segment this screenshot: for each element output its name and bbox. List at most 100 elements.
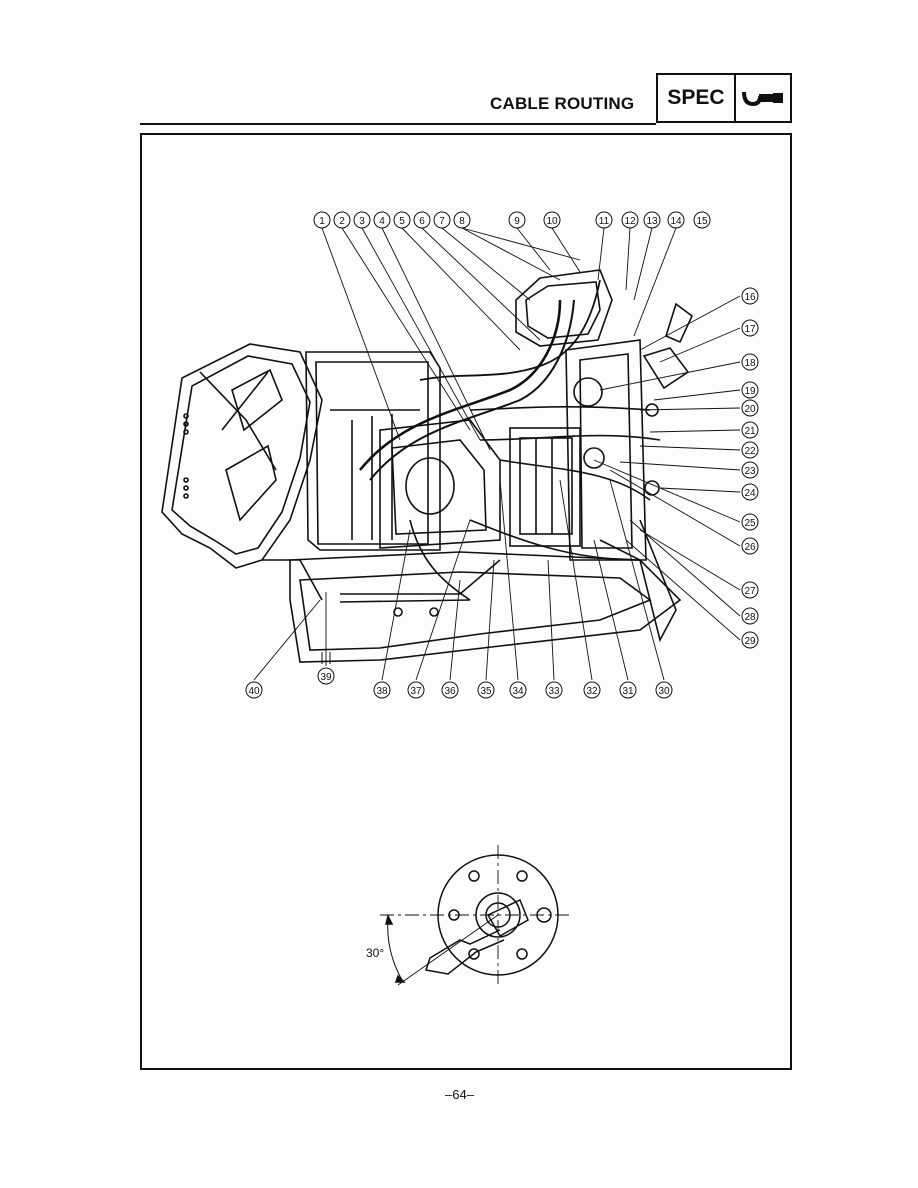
handlebar-frame <box>161 343 323 569</box>
callout-label: 10 <box>546 216 558 227</box>
callout-label: 1 <box>319 216 325 227</box>
callout-6: 6 <box>413 211 431 229</box>
callout-24: 24 <box>741 483 759 501</box>
callout-label: 27 <box>744 586 756 597</box>
diagram-frame <box>140 133 792 1070</box>
steering-column <box>565 339 647 561</box>
callout-28: 28 <box>741 607 759 625</box>
main-harness <box>358 299 562 471</box>
callouts-right: 16 17 18 19 20 21 22 23 24 25 26 27 28 2… <box>741 287 759 649</box>
callout-label: 5 <box>399 216 405 227</box>
callout-10: 10 <box>543 211 561 229</box>
callout-label: 30 <box>658 686 670 697</box>
callout-label: 38 <box>376 686 388 697</box>
leader-lines <box>253 227 741 681</box>
callout-21: 21 <box>741 421 759 439</box>
callout-label: 35 <box>480 686 492 697</box>
callout-8: 8 <box>453 211 471 229</box>
callout-label: 36 <box>444 686 456 697</box>
callout-13: 13 <box>643 211 661 229</box>
callout-label: 18 <box>744 358 756 369</box>
callout-15: 15 <box>693 211 711 229</box>
callout-35: 35 <box>477 681 495 699</box>
callout-12: 12 <box>621 211 639 229</box>
callout-label: 34 <box>512 686 524 697</box>
callout-36: 36 <box>441 681 459 699</box>
callout-label: 3 <box>359 216 365 227</box>
page-number: –64– <box>445 1087 474 1102</box>
callout-26: 26 <box>741 537 759 555</box>
callout-5: 5 <box>393 211 411 229</box>
callout-29: 29 <box>741 631 759 649</box>
callout-37: 37 <box>407 681 425 699</box>
callout-label: 8 <box>459 216 465 227</box>
callout-17: 17 <box>741 319 759 337</box>
callout-label: 11 <box>599 216 610 227</box>
callout-label: 40 <box>248 686 260 697</box>
callout-label: 14 <box>670 216 682 227</box>
callouts-bottom: 40 39 38 37 36 35 34 33 32 31 30 <box>245 667 673 699</box>
engine-block <box>379 419 501 549</box>
callout-label: 13 <box>646 216 658 227</box>
callout-label: 32 <box>586 686 598 697</box>
callout-31: 31 <box>619 681 637 699</box>
callout-label: 9 <box>514 216 520 227</box>
callout-label: 37 <box>410 686 422 697</box>
callout-label: 21 <box>744 426 756 437</box>
upper-housing <box>515 269 613 347</box>
callout-label: 39 <box>320 672 332 683</box>
callout-label: 33 <box>548 686 560 697</box>
callout-22: 22 <box>741 441 759 459</box>
callout-32: 32 <box>583 681 601 699</box>
callout-14: 14 <box>667 211 685 229</box>
callout-label: 20 <box>744 404 756 415</box>
callout-1: 1 <box>313 211 331 229</box>
callout-label: 6 <box>419 216 425 227</box>
callout-25: 25 <box>741 513 759 531</box>
callout-16: 16 <box>741 287 759 305</box>
callout-label: 25 <box>744 518 756 529</box>
callout-label: 4 <box>379 216 385 227</box>
callout-9: 9 <box>508 211 526 229</box>
callout-label: 22 <box>744 446 756 457</box>
callout-label: 24 <box>744 488 756 499</box>
callout-2: 2 <box>333 211 351 229</box>
callouts-top: 1 2 3 4 5 6 7 8 9 10 11 12 13 14 15 <box>313 211 711 229</box>
hull <box>289 551 682 663</box>
callout-40: 40 <box>245 681 263 699</box>
callout-label: 2 <box>339 216 345 227</box>
callout-20: 20 <box>741 399 759 417</box>
wrench-icon <box>736 75 790 121</box>
callout-39: 39 <box>317 667 335 685</box>
callout-34: 34 <box>509 681 527 699</box>
spec-badge: SPEC <box>656 73 792 123</box>
callout-7: 7 <box>433 211 451 229</box>
callout-label: 16 <box>744 292 756 303</box>
callout-label: 31 <box>622 686 634 697</box>
callout-label: 12 <box>624 216 636 227</box>
callout-label: 26 <box>744 542 756 553</box>
callout-label: 17 <box>744 324 756 335</box>
callout-18: 18 <box>741 353 759 371</box>
page-title: CABLE ROUTING <box>490 94 635 113</box>
radiator <box>305 351 441 551</box>
callout-3: 3 <box>353 211 371 229</box>
angle-detail <box>380 845 570 986</box>
callout-11: 11 <box>595 211 613 229</box>
callout-33: 33 <box>545 681 563 699</box>
callout-30: 30 <box>655 681 673 699</box>
spec-badge-label: SPEC <box>658 75 736 121</box>
callout-label: 19 <box>744 386 756 397</box>
callout-label: 15 <box>696 216 708 227</box>
callout-label: 28 <box>744 612 756 623</box>
callout-27: 27 <box>741 581 759 599</box>
callout-label: 7 <box>439 216 445 227</box>
angle-label: 30° <box>366 946 385 960</box>
header-rule <box>140 123 656 125</box>
callout-label: 23 <box>744 466 756 477</box>
callout-4: 4 <box>373 211 391 229</box>
callout-label: 29 <box>744 636 756 647</box>
callout-19: 19 <box>741 381 759 399</box>
callout-23: 23 <box>741 461 759 479</box>
